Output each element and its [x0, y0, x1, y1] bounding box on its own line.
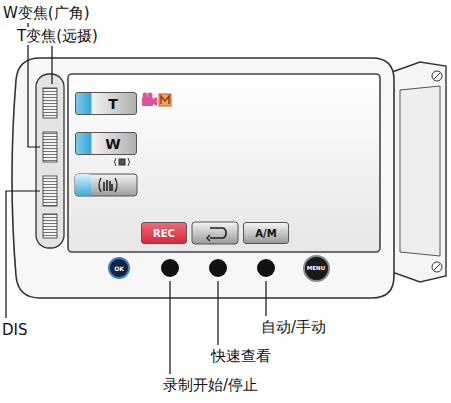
auto-manual-screen-button: A/M — [243, 222, 289, 244]
record-screen-button: REC — [141, 222, 187, 244]
dis-button — [75, 174, 137, 196]
quick-review-label: 快速查看 — [210, 347, 272, 365]
tele-zoom-button: T — [75, 92, 137, 115]
record-label: 录制开始/停止 — [162, 376, 259, 394]
side-button-strip — [36, 74, 64, 248]
quick-review-button — [192, 222, 238, 244]
menu-button: MENU — [303, 255, 330, 282]
hinge — [392, 62, 446, 282]
wide-zoom-label: W变焦(广角) — [2, 4, 91, 22]
ok-button: OK — [108, 257, 130, 279]
review-button — [209, 259, 227, 277]
dis-label: DIS — [1, 321, 29, 339]
lcd-screen — [68, 74, 380, 252]
stabilizer-status-icon — [115, 158, 130, 166]
button-label: A/M — [255, 228, 276, 239]
tele-zoom-label: T变焦(远摄) — [16, 27, 99, 45]
record-button — [161, 259, 179, 277]
leader-lines — [6, 23, 266, 374]
button-label: T — [108, 96, 118, 112]
auto-manual-label: 自动/手动 — [260, 318, 327, 336]
button-label: OK — [114, 265, 124, 272]
auto-manual-button — [257, 259, 275, 277]
button-label: W — [105, 136, 120, 152]
button-label: REC — [153, 228, 175, 239]
wide-zoom-button: W — [75, 132, 137, 155]
lcd-panel-frame — [12, 58, 394, 298]
button-label: MENU — [307, 265, 325, 271]
video-mode-icon — [142, 93, 171, 107]
